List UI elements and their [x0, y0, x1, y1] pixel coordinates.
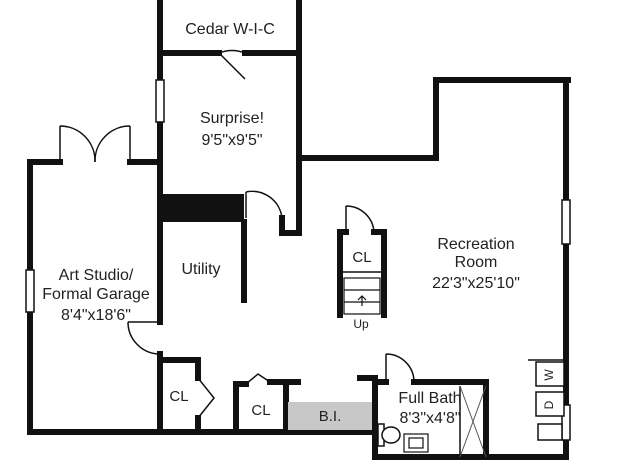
art-label-1: Art Studio/: [59, 267, 134, 284]
fullbath-label: Full Bath: [398, 390, 461, 407]
rec-label-1: Recreation: [437, 236, 514, 253]
shower-icon: [459, 385, 487, 458]
stair-closet-door: [345, 205, 375, 233]
art-label-2: Formal Garage: [42, 286, 150, 303]
window-art: [25, 269, 35, 313]
surprise-label: Surprise!: [200, 110, 264, 127]
stairs: [343, 277, 381, 315]
mid-closet-door: [245, 373, 271, 385]
laundry-sink-icon: [537, 423, 563, 441]
dark-block: [162, 194, 244, 222]
bath-sink-icon: [403, 433, 429, 453]
cedar-label: Cedar W-I-C: [185, 21, 275, 38]
washer-icon: [535, 361, 565, 387]
labels: Cedar W-I-C Surprise! 9'5"x9'5" Art Stud…: [42, 21, 556, 427]
windows: [25, 79, 571, 441]
doors: [59, 49, 415, 419]
surprise-door: [245, 190, 283, 219]
utility-label: Utility: [181, 261, 220, 278]
window-bath: [561, 404, 571, 441]
art-dim: 8'4"x18'6": [61, 307, 131, 324]
french-door-right: [94, 125, 131, 163]
surprise-dim: 9'5"x9'5": [201, 132, 262, 149]
rec-label-2: Room: [455, 254, 498, 271]
walls: [27, 0, 571, 460]
cedar-door: [218, 49, 246, 80]
window-surprise: [155, 79, 165, 123]
stair-closet-label: CL: [352, 249, 371, 266]
laundry: [535, 361, 565, 441]
left-closet-label: CL: [169, 388, 188, 405]
built-in-label: B.I.: [319, 408, 342, 425]
washer-label: W: [542, 369, 556, 381]
window-rec: [561, 199, 571, 245]
art-door: [127, 321, 161, 355]
mid-closet-label: CL: [251, 402, 270, 419]
toilet-icon: [377, 423, 401, 447]
dryer-label: D: [542, 400, 556, 409]
fullbath-dim: 8'3"x4'8": [399, 410, 460, 427]
dryer-icon: [535, 391, 565, 417]
bath-door: [385, 353, 415, 383]
rec-dim: 22'3"x25'10": [432, 275, 520, 292]
left-closet-door: [197, 377, 215, 419]
french-door-left: [59, 125, 96, 163]
stairs-up-label: Up: [353, 317, 369, 331]
built-in-shelf: [288, 402, 372, 430]
